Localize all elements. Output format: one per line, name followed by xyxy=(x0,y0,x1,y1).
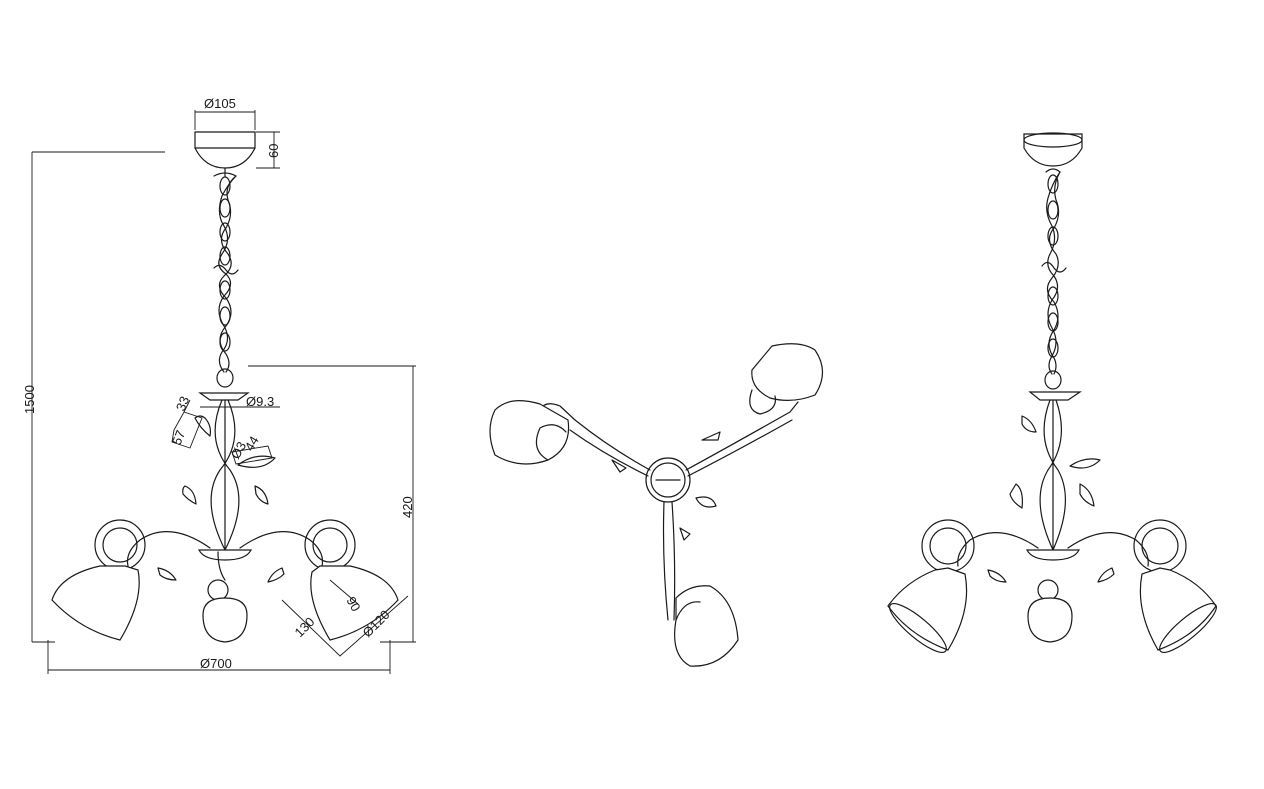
central-stem xyxy=(210,399,240,551)
leaf-height-label: 33 xyxy=(173,394,192,413)
leaf-angle-label: 44 xyxy=(242,433,262,453)
overall-diameter-label: Ø700 xyxy=(200,656,232,671)
arms xyxy=(126,531,324,581)
glass-shades xyxy=(51,565,399,643)
top-view xyxy=(489,343,824,667)
body-height-label: 420 xyxy=(400,496,415,518)
canopy xyxy=(194,131,256,177)
dimension-lines xyxy=(31,110,416,674)
shade-depth-label: 90 xyxy=(343,594,363,614)
canopy-diameter-label: Ø105 xyxy=(204,96,236,111)
front-view-dimensioned: Ø105 60 1500 Ø9.3 33 57 Ø3 44 420 90 130… xyxy=(22,96,416,674)
total-height-label: 1500 xyxy=(22,385,37,414)
shade-length-label: 130 xyxy=(292,614,318,640)
leaf-ornaments xyxy=(157,415,285,583)
chain xyxy=(213,172,239,388)
canopy-height-label: 60 xyxy=(266,144,281,158)
rod-diameter-label: Ø9.3 xyxy=(246,394,274,409)
leaf-width-label: 57 xyxy=(169,428,188,447)
front-view-plain xyxy=(887,132,1217,653)
